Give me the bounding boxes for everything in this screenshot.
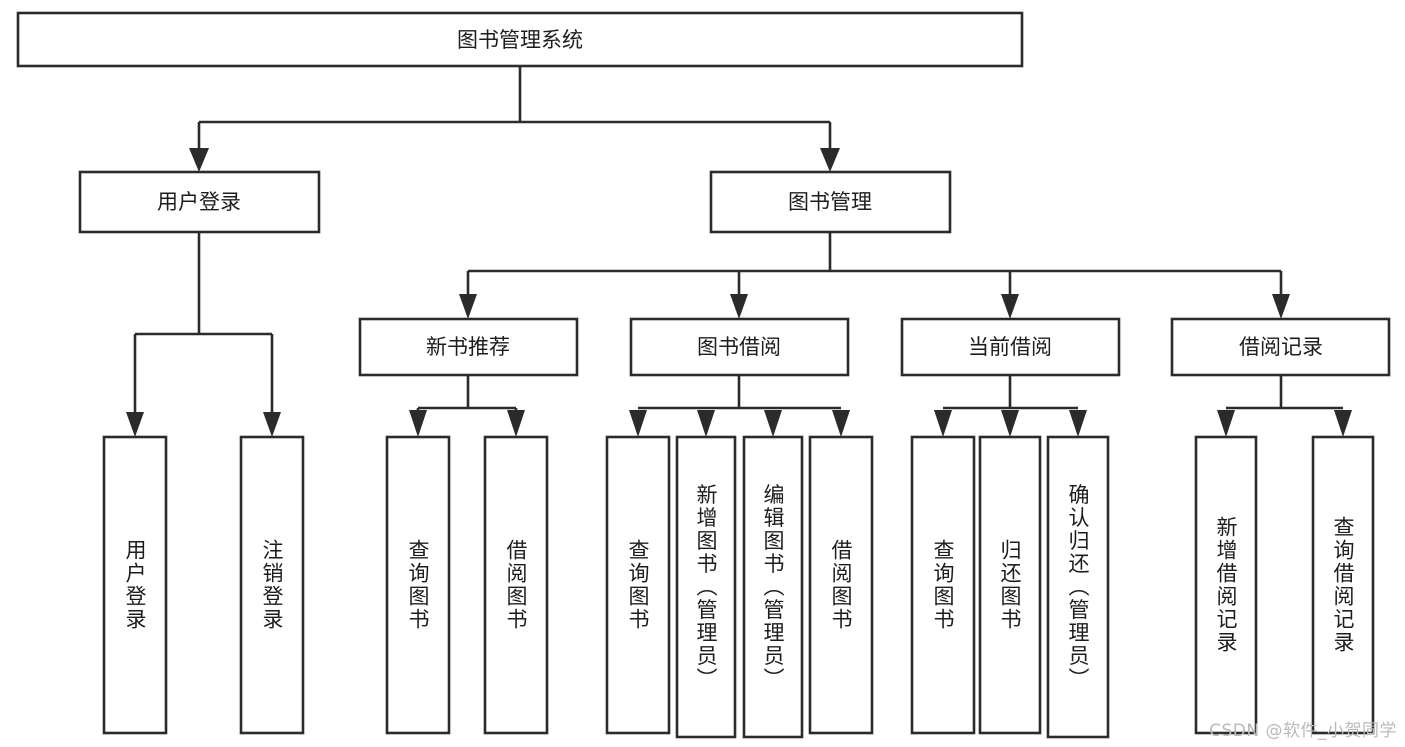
arrow-leaf-9 <box>934 410 952 437</box>
node-leaf-12-label: 新增借阅记录 <box>1214 516 1238 654</box>
node-leaf-5-box[interactable] <box>605 435 671 735</box>
node-leaf-10[interactable]: 归还图书 <box>978 435 1042 735</box>
node-book-manage-box[interactable] <box>709 170 952 234</box>
node-leaf-4-label: 借阅图书 <box>504 539 528 631</box>
arrow-leaf-3 <box>409 410 427 437</box>
node-root-box[interactable] <box>16 11 1024 68</box>
node-leaf-6-box[interactable] <box>675 435 737 739</box>
arrow-leaf-11 <box>1069 410 1087 437</box>
node-leaf-1[interactable]: 用户登录 <box>102 435 168 735</box>
node-leaf-13-box[interactable] <box>1311 435 1375 735</box>
node-leaf-3-box[interactable] <box>385 435 451 735</box>
node-leaf-13[interactable]: 查询借阅记录 <box>1311 435 1375 735</box>
connector-group-root <box>189 66 840 172</box>
arrow-leaf-4 <box>507 410 525 437</box>
node-book-manage-label: 图书管理 <box>788 190 872 214</box>
arrow-leaf-5 <box>629 410 647 437</box>
connector-group-borrow-record <box>1217 375 1352 437</box>
node-leaf-9-box[interactable] <box>910 435 976 735</box>
connector-group-user-login <box>126 232 281 437</box>
arrow-book-manage <box>820 148 840 172</box>
node-leaf-13-label: 查询借阅记录 <box>1331 516 1355 654</box>
node-leaf-5[interactable]: 查询图书 <box>605 435 671 735</box>
node-leaf-11[interactable]: 确认归还（管理员） <box>1046 435 1110 739</box>
node-leaf-8-label: 借阅图书 <box>829 539 853 631</box>
node-book-borrow[interactable]: 图书借阅 <box>629 317 850 377</box>
node-leaf-2-box[interactable] <box>239 435 305 735</box>
node-leaf-12-box[interactable] <box>1194 435 1258 735</box>
node-leaf-8[interactable]: 借阅图书 <box>808 435 874 735</box>
arrow-leaf-2 <box>263 412 281 437</box>
arrow-leaf-6 <box>697 410 715 437</box>
node-book-borrow-label: 图书借阅 <box>697 335 781 359</box>
node-leaf-2[interactable]: 注销登录 <box>239 435 305 735</box>
node-new-book-rec-label: 新书推荐 <box>426 335 510 359</box>
node-user-login-label: 用户登录 <box>157 190 241 214</box>
arrow-new-book-rec <box>459 294 477 319</box>
node-new-book-rec-box[interactable] <box>358 317 579 377</box>
node-borrow-record-label: 借阅记录 <box>1239 335 1323 359</box>
arrow-leaf-8 <box>832 410 850 437</box>
arrow-user-login <box>189 148 209 172</box>
arrow-borrow-record <box>1272 294 1290 319</box>
arrow-leaf-13 <box>1334 410 1352 437</box>
node-new-book-rec[interactable]: 新书推荐 <box>358 317 579 377</box>
node-leaf-9-label: 查询图书 <box>931 539 955 631</box>
connector-group-current-borrow <box>934 375 1087 437</box>
arrow-leaf-12 <box>1217 410 1235 437</box>
node-leaf-3[interactable]: 查询图书 <box>385 435 451 735</box>
node-current-borrow-box[interactable] <box>900 317 1121 377</box>
arrow-current-borrow <box>1001 294 1019 319</box>
node-leaf-9[interactable]: 查询图书 <box>910 435 976 735</box>
node-leaf-11-label: 确认归还（管理员） <box>1066 484 1090 691</box>
arrow-leaf-1 <box>126 412 144 437</box>
connector-group-book-manage <box>459 232 1290 319</box>
node-borrow-record[interactable]: 借阅记录 <box>1170 317 1391 377</box>
node-leaf-5-label: 查询图书 <box>626 539 650 631</box>
node-user-login-box[interactable] <box>78 170 321 234</box>
node-book-borrow-box[interactable] <box>629 317 850 377</box>
node-root-label: 图书管理系统 <box>457 28 583 52</box>
node-leaf-6-label: 新增图书（管理员） <box>694 484 718 691</box>
node-leaf-7-box[interactable] <box>742 435 804 739</box>
node-leaf-6[interactable]: 新增图书（管理员） <box>675 435 737 739</box>
node-user-login[interactable]: 用户登录 <box>78 170 321 234</box>
arrow-leaf-10 <box>1001 410 1019 437</box>
node-leaf-4-box[interactable] <box>483 435 549 735</box>
connector-group-new-book-rec <box>409 375 525 437</box>
node-root[interactable]: 图书管理系统 <box>16 11 1024 68</box>
node-leaf-8-box[interactable] <box>808 435 874 735</box>
node-leaf-11-box[interactable] <box>1046 435 1110 739</box>
node-book-manage[interactable]: 图书管理 <box>709 170 952 234</box>
connector-group-book-borrow <box>629 375 850 437</box>
node-leaf-10-label: 归还图书 <box>998 539 1022 631</box>
node-leaf-4[interactable]: 借阅图书 <box>483 435 549 735</box>
node-current-borrow-label: 当前借阅 <box>968 335 1052 359</box>
arrow-leaf-7 <box>764 410 782 437</box>
node-leaf-1-label: 用户登录 <box>123 539 147 631</box>
node-leaf-2-label: 注销登录 <box>260 539 284 631</box>
node-borrow-record-box[interactable] <box>1170 317 1391 377</box>
node-current-borrow[interactable]: 当前借阅 <box>900 317 1121 377</box>
node-leaf-12[interactable]: 新增借阅记录 <box>1194 435 1258 735</box>
node-leaf-7-label: 编辑图书（管理员） <box>761 484 785 691</box>
node-leaf-1-box[interactable] <box>102 435 168 735</box>
node-leaf-10-box[interactable] <box>978 435 1042 735</box>
node-leaf-3-label: 查询图书 <box>406 539 430 631</box>
arrow-book-borrow <box>730 294 748 319</box>
node-leaf-7[interactable]: 编辑图书（管理员） <box>742 435 804 739</box>
